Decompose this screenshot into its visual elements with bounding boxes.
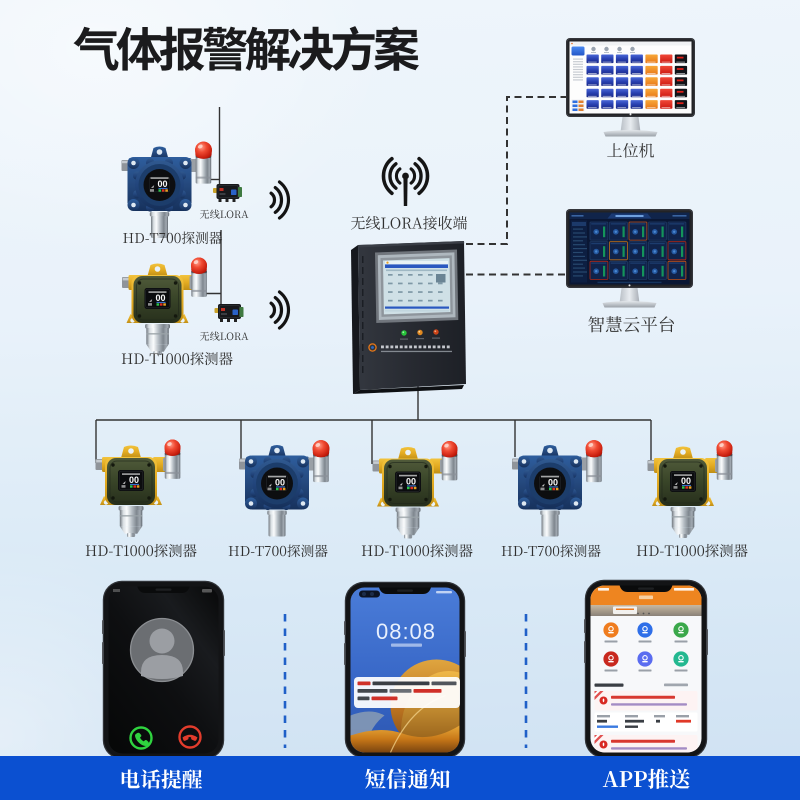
svg-text:00: 00 <box>157 179 167 189</box>
svg-text:00: 00 <box>129 475 139 485</box>
svg-text:00: 00 <box>155 293 165 303</box>
svg-text:00: 00 <box>275 478 285 488</box>
svg-text:00: 00 <box>406 477 416 487</box>
svg-text:00: 00 <box>681 476 691 486</box>
svg-text:00: 00 <box>548 478 558 488</box>
svg-text:08:08: 08:08 <box>376 619 436 644</box>
